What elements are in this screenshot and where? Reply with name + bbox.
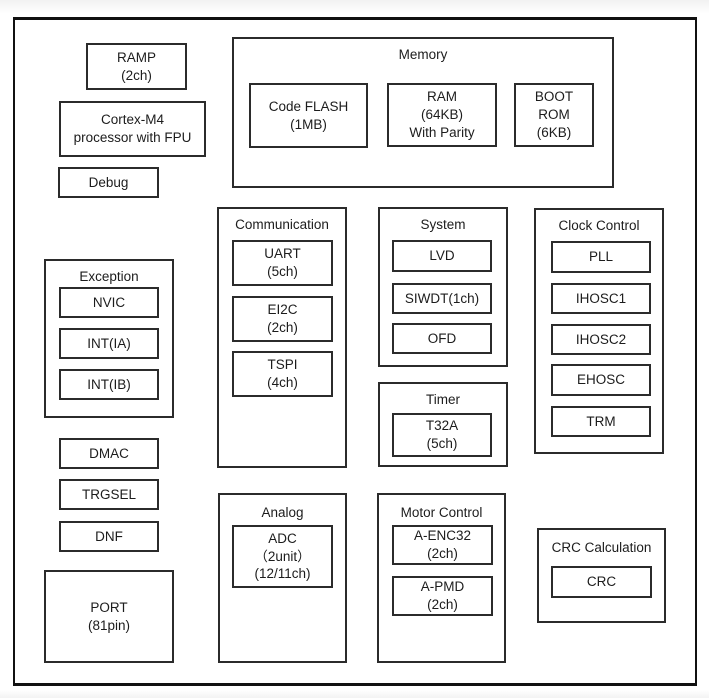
page-bottom-shading bbox=[0, 690, 709, 698]
block-trm: TRM bbox=[551, 406, 651, 437]
group-memory-title: Memory bbox=[398, 47, 448, 62]
block-ihosc1: IHOSC1 bbox=[551, 283, 651, 314]
block-debug-label: Debug bbox=[88, 174, 129, 190]
block-pll: PLL bbox=[551, 241, 651, 273]
block-adc: ADC （2unit） (12/11ch) bbox=[232, 525, 333, 588]
block-ramp-channels: (2ch) bbox=[121, 67, 152, 83]
block-ei2c-channels: (2ch) bbox=[267, 320, 298, 335]
block-int-ia: INT(IA) bbox=[59, 328, 159, 359]
block-ei2c-name: EI2C bbox=[267, 302, 298, 318]
block-tspi-channels: (4ch) bbox=[267, 375, 298, 390]
block-a-enc32: A-ENC32 (2ch) bbox=[392, 525, 493, 565]
group-communication-title: Communication bbox=[235, 217, 329, 232]
block-a-pmd-channels: (2ch) bbox=[427, 597, 458, 612]
block-a-pmd-name: A-PMD bbox=[420, 579, 465, 595]
group-crc-calculation-title: CRC Calculation bbox=[551, 540, 652, 555]
block-ramp-name: RAMP bbox=[116, 49, 156, 65]
block-int-ia-label: INT(IA) bbox=[87, 335, 131, 351]
block-siwdt: SIWDT(1ch) bbox=[392, 283, 492, 314]
block-ram-size: (64KB) bbox=[420, 107, 464, 123]
block-adc-channels: (12/11ch) bbox=[254, 566, 311, 582]
block-ehosc: EHOSC bbox=[551, 364, 651, 396]
block-uart-name: UART bbox=[264, 246, 301, 262]
block-trgsel: TRGSEL bbox=[59, 479, 159, 510]
block-int-ib: INT(IB) bbox=[59, 369, 159, 400]
block-adc-units: （2unit） bbox=[254, 548, 311, 564]
block-cortex-m4-name: Cortex-M4 bbox=[100, 112, 164, 128]
block-trm-label: TRM bbox=[586, 413, 616, 429]
block-t32a: T32A (5ch) bbox=[392, 413, 492, 457]
block-ram-parity: With Parity bbox=[409, 124, 475, 140]
block-boot-rom-name1: BOOT bbox=[534, 89, 574, 105]
block-adc-name: ADC bbox=[268, 530, 297, 546]
block-lvd: LVD bbox=[392, 240, 492, 272]
block-a-enc32-channels: (2ch) bbox=[427, 546, 458, 561]
block-uart-channels: (5ch) bbox=[267, 264, 298, 279]
block-ei2c: EI2C (2ch) bbox=[232, 296, 333, 342]
block-nvic: NVIC bbox=[59, 287, 159, 318]
block-code-flash-size: (1MB) bbox=[290, 116, 327, 132]
block-debug: Debug bbox=[58, 167, 159, 198]
group-system-title: System bbox=[420, 217, 466, 232]
block-pll-label: PLL bbox=[588, 249, 614, 265]
block-crc-label: CRC bbox=[586, 574, 617, 590]
block-dnf-label: DNF bbox=[95, 528, 123, 544]
block-port-pins: (81pin) bbox=[87, 617, 131, 633]
block-tspi: TSPI (4ch) bbox=[232, 351, 333, 397]
block-uart: UART (5ch) bbox=[232, 240, 333, 286]
group-analog-title: Analog bbox=[261, 505, 304, 520]
block-dmac: DMAC bbox=[59, 438, 159, 469]
block-ihosc2: IHOSC2 bbox=[551, 324, 651, 355]
block-dnf: DNF bbox=[59, 521, 159, 552]
block-ram-name: RAM bbox=[427, 89, 457, 105]
block-ramp: RAMP (2ch) bbox=[86, 43, 187, 90]
group-timer-title: Timer bbox=[426, 392, 460, 407]
block-crc: CRC bbox=[551, 566, 652, 598]
block-code-flash: Code FLASH (1MB) bbox=[249, 83, 368, 148]
block-dmac-label: DMAC bbox=[89, 445, 129, 461]
group-motor-control-title: Motor Control bbox=[400, 505, 483, 520]
page-top-shading bbox=[0, 0, 709, 14]
block-a-pmd: A-PMD (2ch) bbox=[392, 576, 493, 616]
block-tspi-name: TSPI bbox=[267, 357, 298, 373]
block-t32a-channels: (5ch) bbox=[426, 436, 458, 451]
block-cortex-m4-subtitle: processor with FPU bbox=[73, 130, 192, 145]
block-ehosc-label: EHOSC bbox=[576, 372, 625, 388]
block-boot-rom-size: (6KB) bbox=[536, 124, 572, 140]
block-cortex-m4-processor: Cortex-M4 processor with FPU bbox=[59, 101, 206, 157]
block-ofd-label: OFD bbox=[427, 330, 457, 346]
group-clock-control-title: Clock Control bbox=[558, 218, 640, 233]
block-ihosc2-label: IHOSC2 bbox=[575, 331, 627, 347]
block-trgsel-label: TRGSEL bbox=[81, 486, 136, 502]
block-int-ib-label: INT(IB) bbox=[87, 376, 131, 392]
block-port: PORT (81pin) bbox=[44, 570, 174, 663]
block-nvic-label: NVIC bbox=[92, 294, 126, 310]
block-lvd-label: LVD bbox=[429, 248, 455, 264]
block-code-flash-name: Code FLASH bbox=[268, 98, 349, 114]
block-boot-rom: BOOT ROM (6KB) bbox=[514, 83, 594, 147]
block-t32a-name: T32A bbox=[425, 418, 459, 434]
block-ofd: OFD bbox=[392, 323, 492, 354]
block-port-name: PORT bbox=[90, 599, 128, 615]
block-a-enc32-name: A-ENC32 bbox=[413, 528, 472, 544]
block-ram: RAM (64KB) With Parity bbox=[387, 83, 497, 147]
group-exception-title: Exception bbox=[79, 269, 139, 284]
block-boot-rom-name2: ROM bbox=[538, 107, 570, 123]
block-siwdt-label: SIWDT(1ch) bbox=[404, 290, 480, 306]
block-ihosc1-label: IHOSC1 bbox=[575, 290, 627, 306]
